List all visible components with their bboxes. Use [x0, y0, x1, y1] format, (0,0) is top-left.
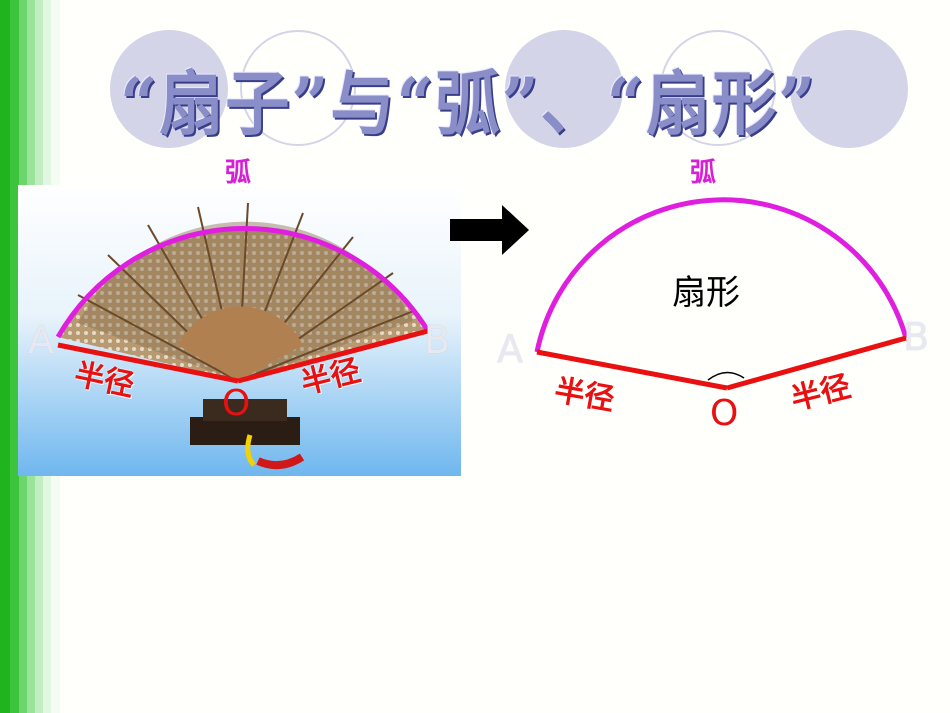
- sector-name-label: 扇形: [672, 273, 740, 313]
- page-title: “扇子”与“弧”、“扇形”: [120, 62, 817, 145]
- sector-point-a: A: [497, 327, 523, 371]
- sector-radius-left-label: 半径: [551, 373, 617, 418]
- fan-arc-label: 弧: [225, 158, 252, 188]
- sector-arc-label: 弧: [690, 158, 717, 188]
- decor-circle-5: [790, 30, 908, 148]
- decor-circle-4: [660, 30, 776, 146]
- sector-diagram: [534, 197, 909, 391]
- decor-circle-1: [110, 30, 228, 148]
- decor-circle-3: [505, 30, 623, 148]
- decor-circle-2: [240, 30, 356, 146]
- sector-point-o: O: [710, 393, 739, 434]
- fan-point-a: A: [28, 318, 54, 362]
- fan-photo: [18, 185, 461, 476]
- arrow-right-icon: [450, 205, 529, 255]
- fan-point-b: B: [424, 318, 451, 362]
- sector-point-b: B: [903, 315, 930, 359]
- fan-point-o: O: [222, 383, 251, 424]
